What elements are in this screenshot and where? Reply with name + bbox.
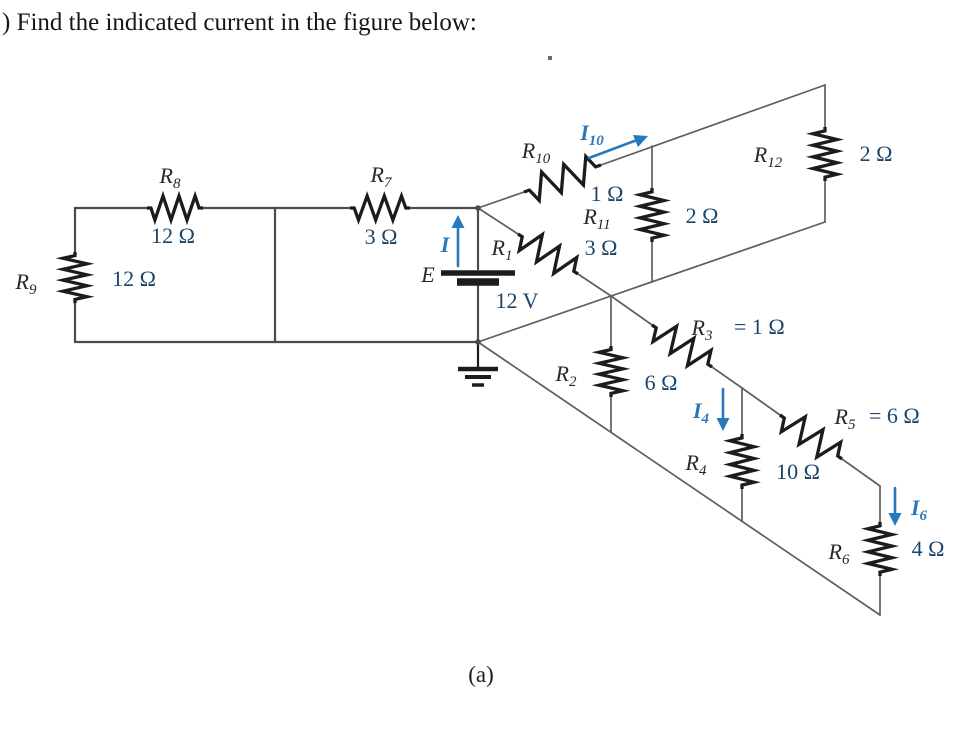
wires-left-section bbox=[73, 206, 480, 344]
resistor-r2-symbol bbox=[591, 346, 631, 397]
label-r6: R6 bbox=[828, 539, 850, 568]
label-r1: R1 bbox=[491, 235, 513, 264]
label-r9: R9 bbox=[15, 269, 37, 298]
current-i4-arrowhead bbox=[716, 418, 730, 431]
label-r3: R3 bbox=[691, 315, 713, 344]
label-r10: R10 bbox=[521, 138, 551, 167]
wire-diag-d-r3 bbox=[610, 295, 653, 326]
value-r1: 3 Ω bbox=[585, 235, 618, 260]
value-r2: 6 Ω bbox=[645, 370, 678, 395]
value-r6: 4 Ω bbox=[912, 536, 945, 561]
problem-title: ) Find the indicated current in the figu… bbox=[2, 9, 477, 36]
figure-caption: (a) bbox=[468, 662, 494, 687]
value-e: 12 V bbox=[496, 288, 539, 313]
current-i6-label: I6 bbox=[910, 495, 928, 524]
resistor-r12-symbol bbox=[805, 127, 845, 181]
wire-diag-a-r10 bbox=[477, 191, 525, 209]
value-r7: 3 Ω bbox=[365, 224, 398, 249]
label-r5: R5 bbox=[834, 404, 856, 433]
current-i10-arrowhead bbox=[633, 135, 648, 147]
wires-perspective-section bbox=[477, 84, 881, 616]
resistor-r5-symbol bbox=[778, 413, 844, 461]
resistor-r10-symbol bbox=[523, 152, 602, 205]
label-r12: R12 bbox=[753, 142, 783, 171]
value-r10: 1 Ω bbox=[591, 181, 624, 206]
wire-diag-r1-d bbox=[577, 273, 612, 297]
wire-diag-r10-t1 bbox=[600, 84, 826, 166]
value-r4: 10 Ω bbox=[776, 459, 820, 484]
node-top bbox=[475, 205, 481, 211]
resistor-r6-symbol bbox=[860, 522, 900, 576]
resistor-r1-symbol bbox=[516, 230, 580, 278]
battery-symbol bbox=[441, 270, 515, 286]
component-labels: R8 12 Ω R7 3 Ω R9 12 Ω E 12 V I R1 3 Ω R… bbox=[15, 120, 945, 568]
resistor-symbols bbox=[55, 127, 900, 576]
value-r12: 2 Ω bbox=[860, 141, 893, 166]
value-r8: 12 Ω bbox=[151, 223, 195, 248]
resistor-r9-symbol bbox=[55, 252, 95, 303]
node-bottom bbox=[475, 339, 481, 345]
current-i-label: I bbox=[440, 232, 451, 257]
wire-diag-r3-j4 bbox=[711, 366, 743, 389]
value-r11: 2 Ω bbox=[686, 203, 719, 228]
resistor-r8-symbol bbox=[147, 190, 203, 226]
label-r2: R2 bbox=[555, 361, 577, 390]
label-r8: R8 bbox=[159, 163, 181, 192]
label-r11: R11 bbox=[582, 204, 610, 233]
value-r9: 12 Ω bbox=[112, 266, 156, 291]
current-arrows bbox=[451, 135, 902, 526]
current-i10-label: I10 bbox=[579, 120, 604, 149]
resistor-r11-symbol bbox=[632, 188, 672, 242]
resistor-r7-symbol bbox=[350, 191, 410, 225]
wire-diag-r5-j6 bbox=[841, 458, 881, 487]
wire-long-bottom-edge bbox=[477, 341, 881, 616]
label-e: E bbox=[420, 262, 435, 287]
wire-diag-j4-r5 bbox=[741, 387, 781, 416]
label-r4: R4 bbox=[685, 450, 707, 479]
current-i4-label: I4 bbox=[692, 398, 710, 427]
current-i-arrowhead bbox=[451, 215, 465, 228]
resistor-r4-symbol bbox=[723, 434, 761, 489]
current-i10-arrow bbox=[587, 138, 639, 160]
stray-dot-mark bbox=[548, 56, 552, 60]
ground-symbol bbox=[458, 342, 498, 387]
value-r3: = 1 Ω bbox=[734, 314, 785, 339]
resistor-r3-symbol bbox=[650, 322, 714, 370]
current-i6-arrowhead bbox=[888, 513, 902, 526]
value-r5: = 6 Ω bbox=[869, 403, 920, 428]
label-r7: R7 bbox=[370, 162, 393, 191]
wire-diag-a-r1 bbox=[477, 207, 519, 235]
